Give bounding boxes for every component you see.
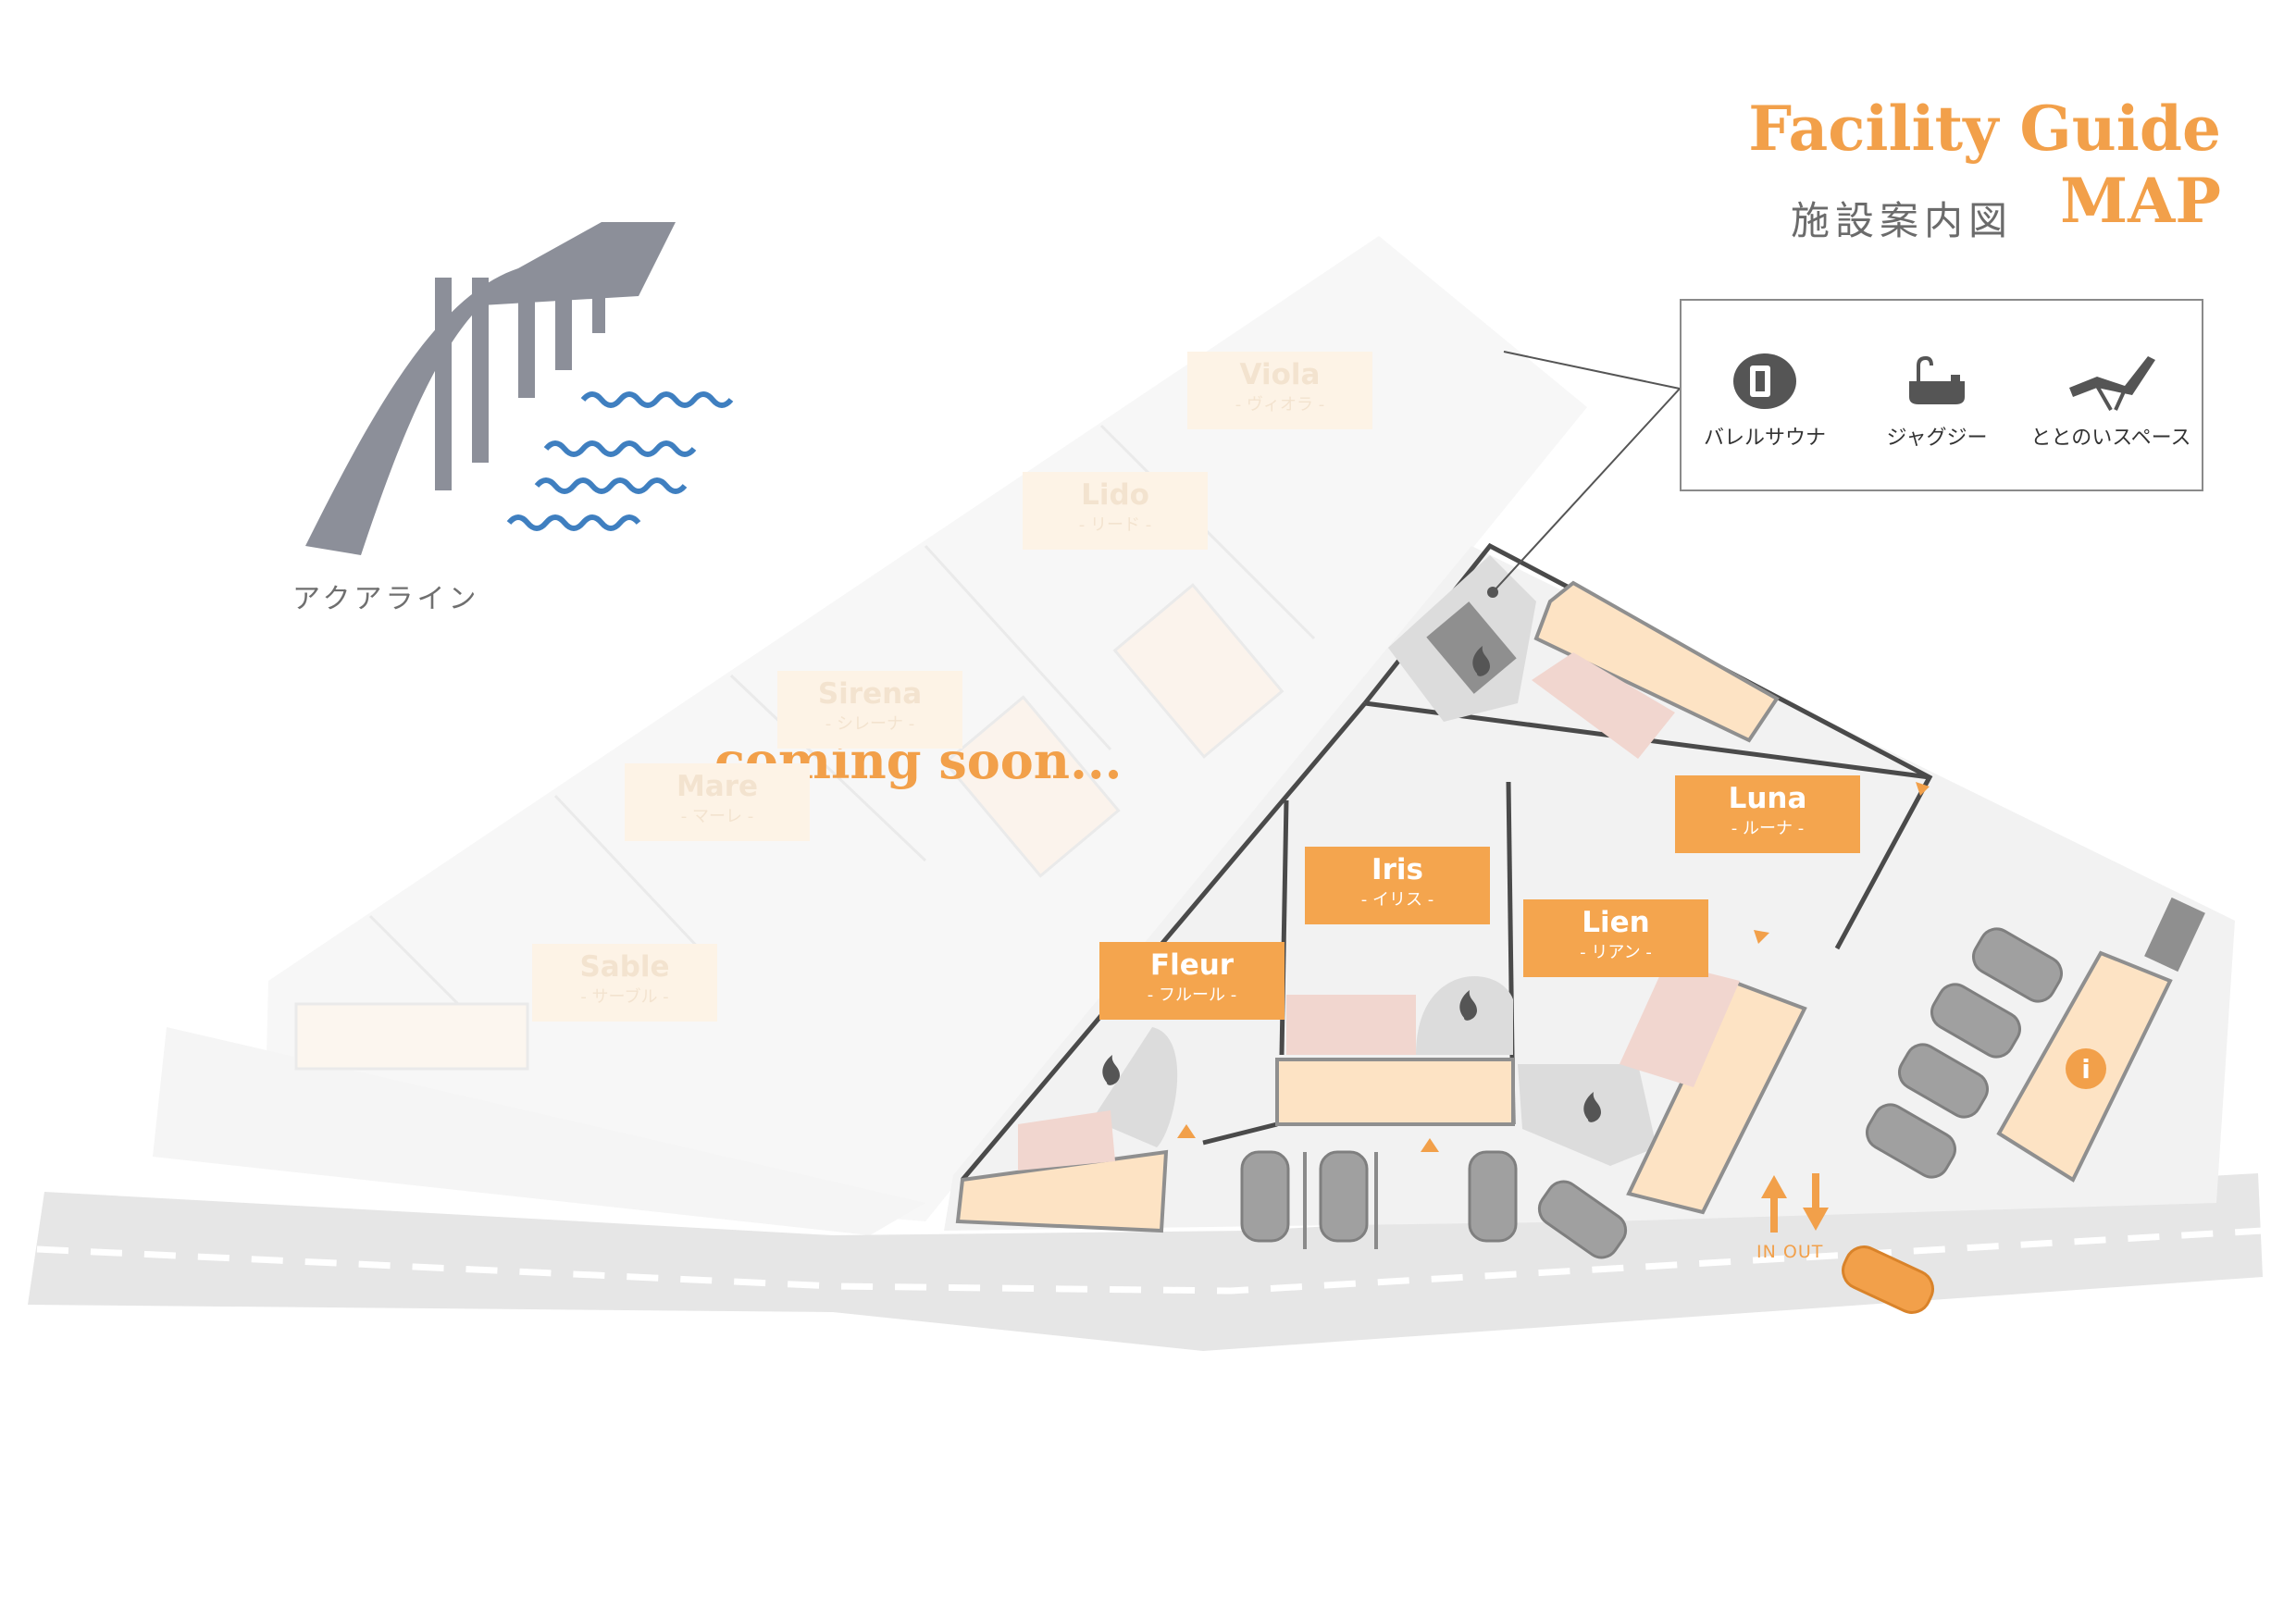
site-name-ja: - リード - xyxy=(1078,515,1152,535)
barrel-sauna-icon xyxy=(1733,353,1796,409)
site-name-ja: - ヴィオラ - xyxy=(1235,395,1325,415)
landmark-label: アクアライン xyxy=(292,583,480,615)
site-label-luna[interactable]: Luna - ルーナ - xyxy=(1675,775,1860,853)
buildings xyxy=(955,580,2173,1233)
legend-item-jacuzzi: ジャグジー xyxy=(1854,349,2020,451)
site-label-sirena: Sirena - シレーナ - xyxy=(777,671,962,749)
site-name: Sirena xyxy=(817,677,923,711)
in-label: IN xyxy=(1756,1242,1777,1262)
legend-label-sauna: バレルサウナ xyxy=(1703,427,1826,450)
aqua-line-bridge-icon xyxy=(305,222,676,555)
site-label-sable: Sable - サーブル - xyxy=(532,944,717,1022)
utility-box xyxy=(2144,897,2205,973)
future-area-base xyxy=(153,1027,925,1235)
info-icon-glyph: i xyxy=(2081,1054,2091,1084)
site-name-ja: - ルーナ - xyxy=(1731,819,1805,838)
page-title: Facility Guide MAP xyxy=(1748,93,2221,237)
in-out-arrows xyxy=(1761,1173,1829,1233)
decks xyxy=(1018,652,1740,1171)
arriving-car xyxy=(1842,1245,1934,1314)
legend-label-jacuzzi: ジャグジー xyxy=(1886,427,1988,450)
legend-item-lounge: ととのいスペース xyxy=(2028,349,2194,451)
site-name-ja: - イリス - xyxy=(1360,890,1434,910)
site-name-ja: - リアン - xyxy=(1580,943,1652,962)
legend-leader-dot xyxy=(1487,587,1498,598)
site-name: Viola xyxy=(1239,358,1321,391)
site-label-lido: Lido - リード - xyxy=(1023,472,1208,550)
sauna-box-luna xyxy=(1426,601,1517,694)
site-label-fleur[interactable]: Fleur - フルール - xyxy=(1099,942,1285,1020)
site-name: Lido xyxy=(1081,478,1149,512)
site-label-lien[interactable]: Lien - リアン - xyxy=(1523,899,1708,977)
site-name: Lien xyxy=(1582,906,1650,939)
site-name-ja: - サーブル - xyxy=(580,987,669,1007)
site-label-viola: Viola - ヴィオラ - xyxy=(1187,352,1372,429)
site-name: Sable xyxy=(579,950,670,984)
jacuzzi-icon xyxy=(1909,355,1965,404)
amenity-legend: バレルサウナ ジャグジー ととのいスペース xyxy=(1680,299,2203,491)
site-name-ja: - シレーナ - xyxy=(825,714,915,734)
site-name: Iris xyxy=(1371,853,1423,886)
page-subtitle: 施設案内図 xyxy=(1790,198,2013,243)
fire-icons xyxy=(1102,646,1601,1122)
site-name-ja: - フルール - xyxy=(1147,985,1237,1005)
future-site-outlines xyxy=(294,424,1316,1071)
legend-item-sauna: バレルサウナ xyxy=(1682,349,1848,451)
lounger-icon xyxy=(2069,356,2155,411)
site-name-ja: - マーレ - xyxy=(680,807,754,826)
water-waves xyxy=(506,391,734,531)
legend-label-lounge: ととのいスペース xyxy=(2030,427,2191,450)
site-label-iris[interactable]: Iris - イリス - xyxy=(1305,847,1490,924)
entrance-label: IN OUT xyxy=(1756,1242,1823,1262)
site-name: Luna xyxy=(1728,782,1807,815)
site-name: Fleur xyxy=(1149,948,1235,982)
road-centerline xyxy=(36,1227,2264,1295)
info-icon[interactable] xyxy=(2066,1048,2106,1089)
parking-lines xyxy=(1303,1152,1378,1249)
site-name: Mare xyxy=(676,770,759,803)
entry-markers xyxy=(1177,782,1930,1152)
site-label-mare: Mare - マーレ - xyxy=(625,763,810,841)
parked-cars xyxy=(1240,927,2063,1259)
out-label: OUT xyxy=(1782,1242,1824,1262)
